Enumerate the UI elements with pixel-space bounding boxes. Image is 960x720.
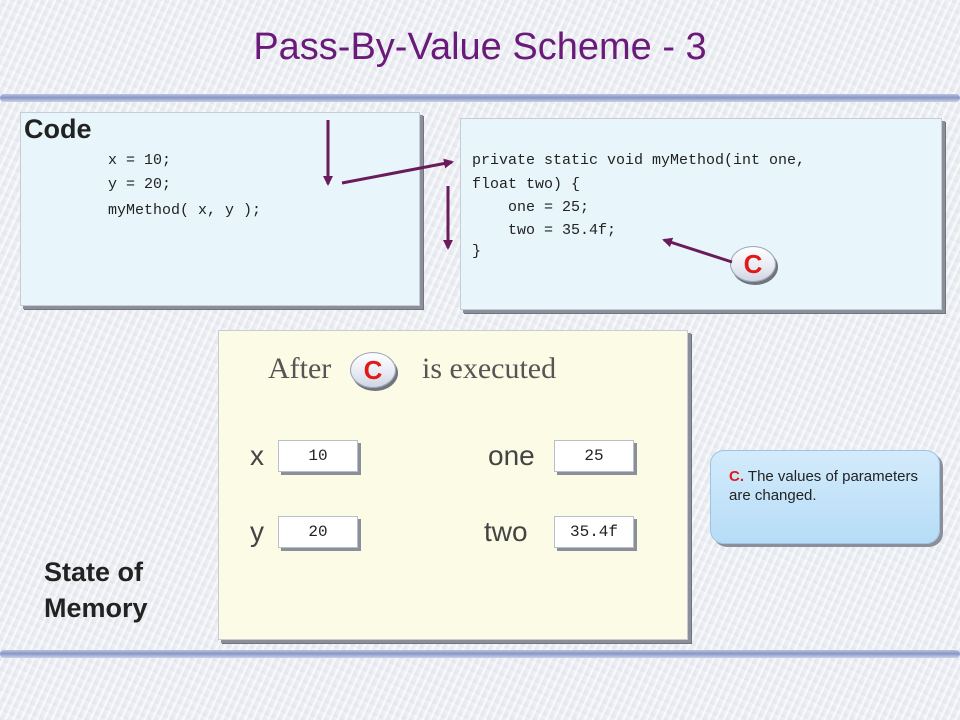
badge-pointer-arrow [662,237,733,264]
call-arrow [341,158,454,185]
method-line-2: float two) { [472,176,581,193]
code-line-1: x = 10; [108,152,172,169]
var-y-label: y [250,516,264,547]
var-x-label: x [250,440,264,471]
note-text: The values of parameters are changed. [729,468,918,504]
top-divider [0,94,960,102]
code-panel [20,112,420,306]
var-y-value: 20 [278,516,358,548]
code-line-2: y = 20; [108,176,172,193]
method-panel [460,118,942,310]
bottom-divider [0,650,960,658]
method-line-5: } [472,243,482,260]
code-heading: Code [24,114,92,144]
var-two-label: two [484,516,528,547]
slide-title: Pass-By-Value Scheme - 3 [253,26,707,68]
method-line-4: two = 35.4f; [472,222,617,239]
var-one-value: 25 [554,440,634,472]
var-two-value: 35.4f [554,516,634,548]
code-line-3: myMethod( x, y ); [108,202,262,219]
step-c-note: C. The values of parameters are changed. [710,450,940,544]
var-x-value: 10 [278,440,358,472]
executed-label: is executed [422,352,557,385]
note-lead: C. [729,468,744,485]
step-c-badge: C [730,246,776,282]
memory-panel [218,330,688,640]
memory-heading: State of Memory [44,557,148,623]
method-line-1: private static void myMethod(int one, [472,152,806,169]
var-one-label: one [488,440,535,471]
method-line-3: one = 25; [472,199,590,216]
after-label: After [268,352,332,385]
memory-step-c-badge: C [350,352,396,388]
